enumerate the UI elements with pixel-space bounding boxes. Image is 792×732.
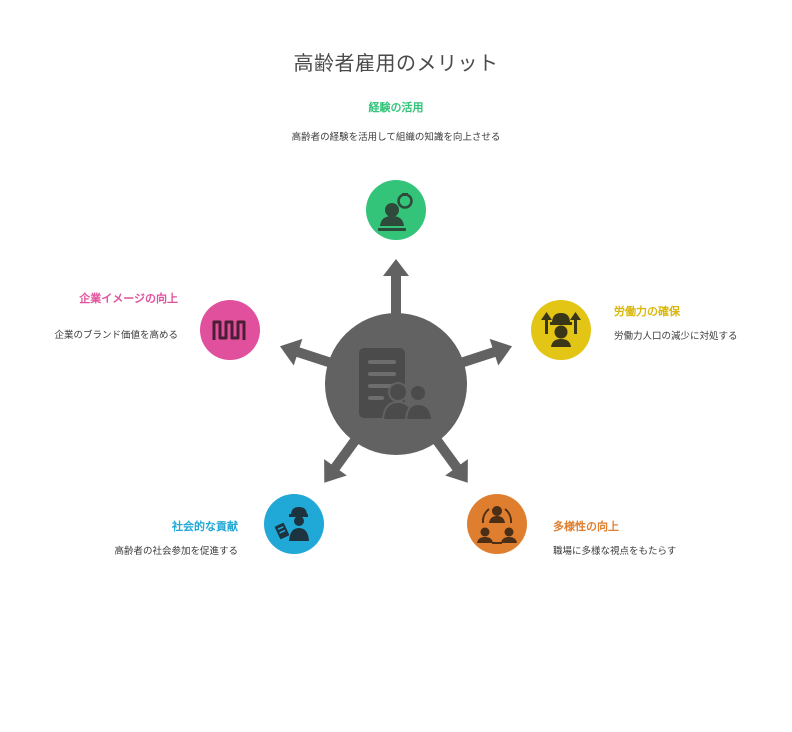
label-social: 社会的な貢献	[172, 520, 238, 533]
node-image-circle	[200, 300, 260, 360]
people-network-icon	[477, 506, 517, 544]
desc-image: 企業のブランド価値を高める	[54, 330, 178, 341]
label-diversity: 多様性の向上	[553, 520, 619, 533]
label-labor: 労働力の確保	[614, 305, 680, 318]
node-diversity-circle	[467, 494, 527, 554]
page-title: 高齢者雇用のメリット	[293, 51, 499, 75]
arrow-to-experience	[383, 259, 409, 318]
desc-experience: 高齢者の経験を活用して組織の知識を向上させる	[291, 132, 501, 143]
label-image: 企業イメージの向上	[79, 292, 178, 305]
building-people-icon	[359, 348, 434, 421]
wave-brand-icon	[212, 320, 246, 340]
desc-labor: 労働力人口の減少に対処する	[614, 331, 738, 342]
desc-social: 高齢者の社会参加を促進する	[114, 546, 238, 557]
label-experience: 経験の活用	[368, 101, 424, 114]
desc-diversity: 職場に多様な視点をもたらす	[553, 546, 677, 557]
node-social-circle	[264, 494, 324, 554]
worker-contribution-icon	[274, 507, 309, 541]
elder-person-icon	[378, 193, 413, 231]
worker-helmet-arrows-icon	[541, 312, 581, 347]
